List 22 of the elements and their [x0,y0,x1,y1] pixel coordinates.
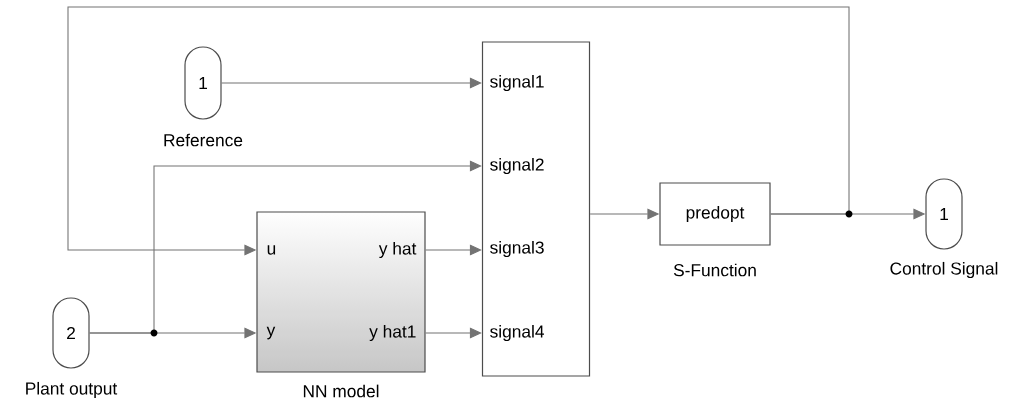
signal-line [67,6,850,256]
block-label: Reference [164,133,243,147]
function-block: predopt [659,182,771,246]
signal-line [425,327,482,339]
port-label: y [266,326,276,340]
port-label: signal4 [490,324,544,342]
port-label: y hat1 [369,324,416,342]
port-label: u [267,245,276,255]
port-label: y hat [378,241,417,259]
block-label: NN model [303,384,379,398]
port-label: signal1 [490,74,544,92]
port-label: signal3 [490,240,544,258]
signal-line [425,244,482,256]
port-terminal: 1 [925,178,963,250]
port-terminal: 1 [184,46,222,120]
signal-line [221,77,482,89]
bus-block [481,41,591,377]
port-terminal: 2 [52,297,90,369]
block-label: S-Function [673,263,756,277]
block-label: Plant output [26,381,118,399]
port-label: signal2 [490,157,544,175]
block-label: Control Signal [890,261,998,279]
